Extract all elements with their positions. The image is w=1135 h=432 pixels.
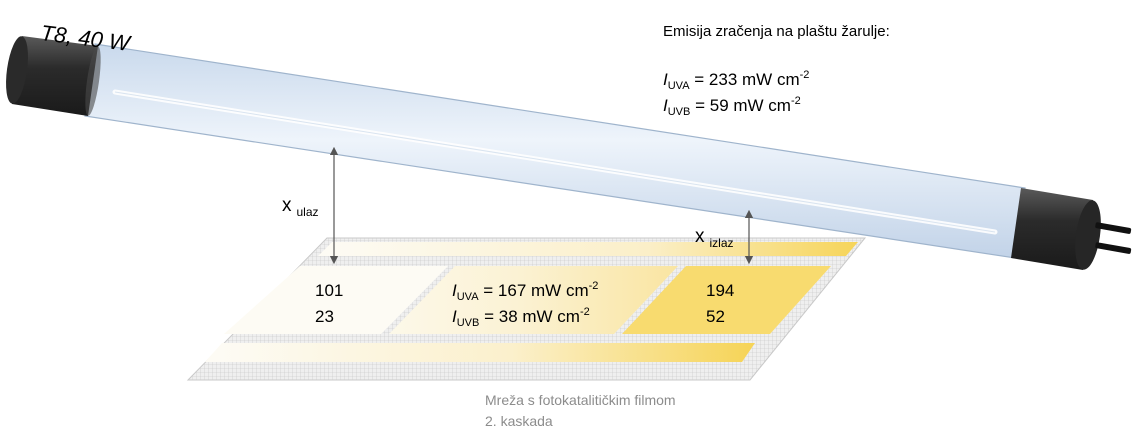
right-uvb-value: 52 xyxy=(706,307,725,326)
mesh-panel-middle xyxy=(389,266,678,334)
photocatalytic-mesh xyxy=(186,237,867,381)
tube-pin xyxy=(1095,222,1132,234)
emission-uva: IUVA = 233 mW cm-2 xyxy=(663,69,809,92)
emission-uvb: IUVB = 59 mW cm-2 xyxy=(663,95,801,118)
fluorescent-tube xyxy=(6,36,1132,270)
caption-line-1: Mreža s fotokatalitičkim filmom xyxy=(485,392,676,408)
mesh-top-strip xyxy=(318,242,858,256)
tube-right-cap xyxy=(1011,188,1132,270)
right-uva-value: 194 xyxy=(706,281,734,300)
left-uva-value: 101 xyxy=(315,281,343,300)
mesh-panel-right xyxy=(622,266,831,334)
tube-glass xyxy=(84,43,1026,259)
emission-title: Emisija zračenja na plaštu žarulje: xyxy=(663,23,890,40)
tube-left-cap xyxy=(6,36,101,116)
caption-line-2: 2. kaskada xyxy=(485,413,553,429)
mesh-panel-left xyxy=(224,266,448,334)
left-uvb-value: 23 xyxy=(315,307,334,326)
middle-uvb-value: IUVB = 38 mW cm-2 xyxy=(452,306,590,329)
mesh-bottom-strip xyxy=(205,343,755,362)
tube-pin xyxy=(1095,242,1132,254)
middle-uva-value: IUVA = 167 mW cm-2 xyxy=(452,280,598,303)
